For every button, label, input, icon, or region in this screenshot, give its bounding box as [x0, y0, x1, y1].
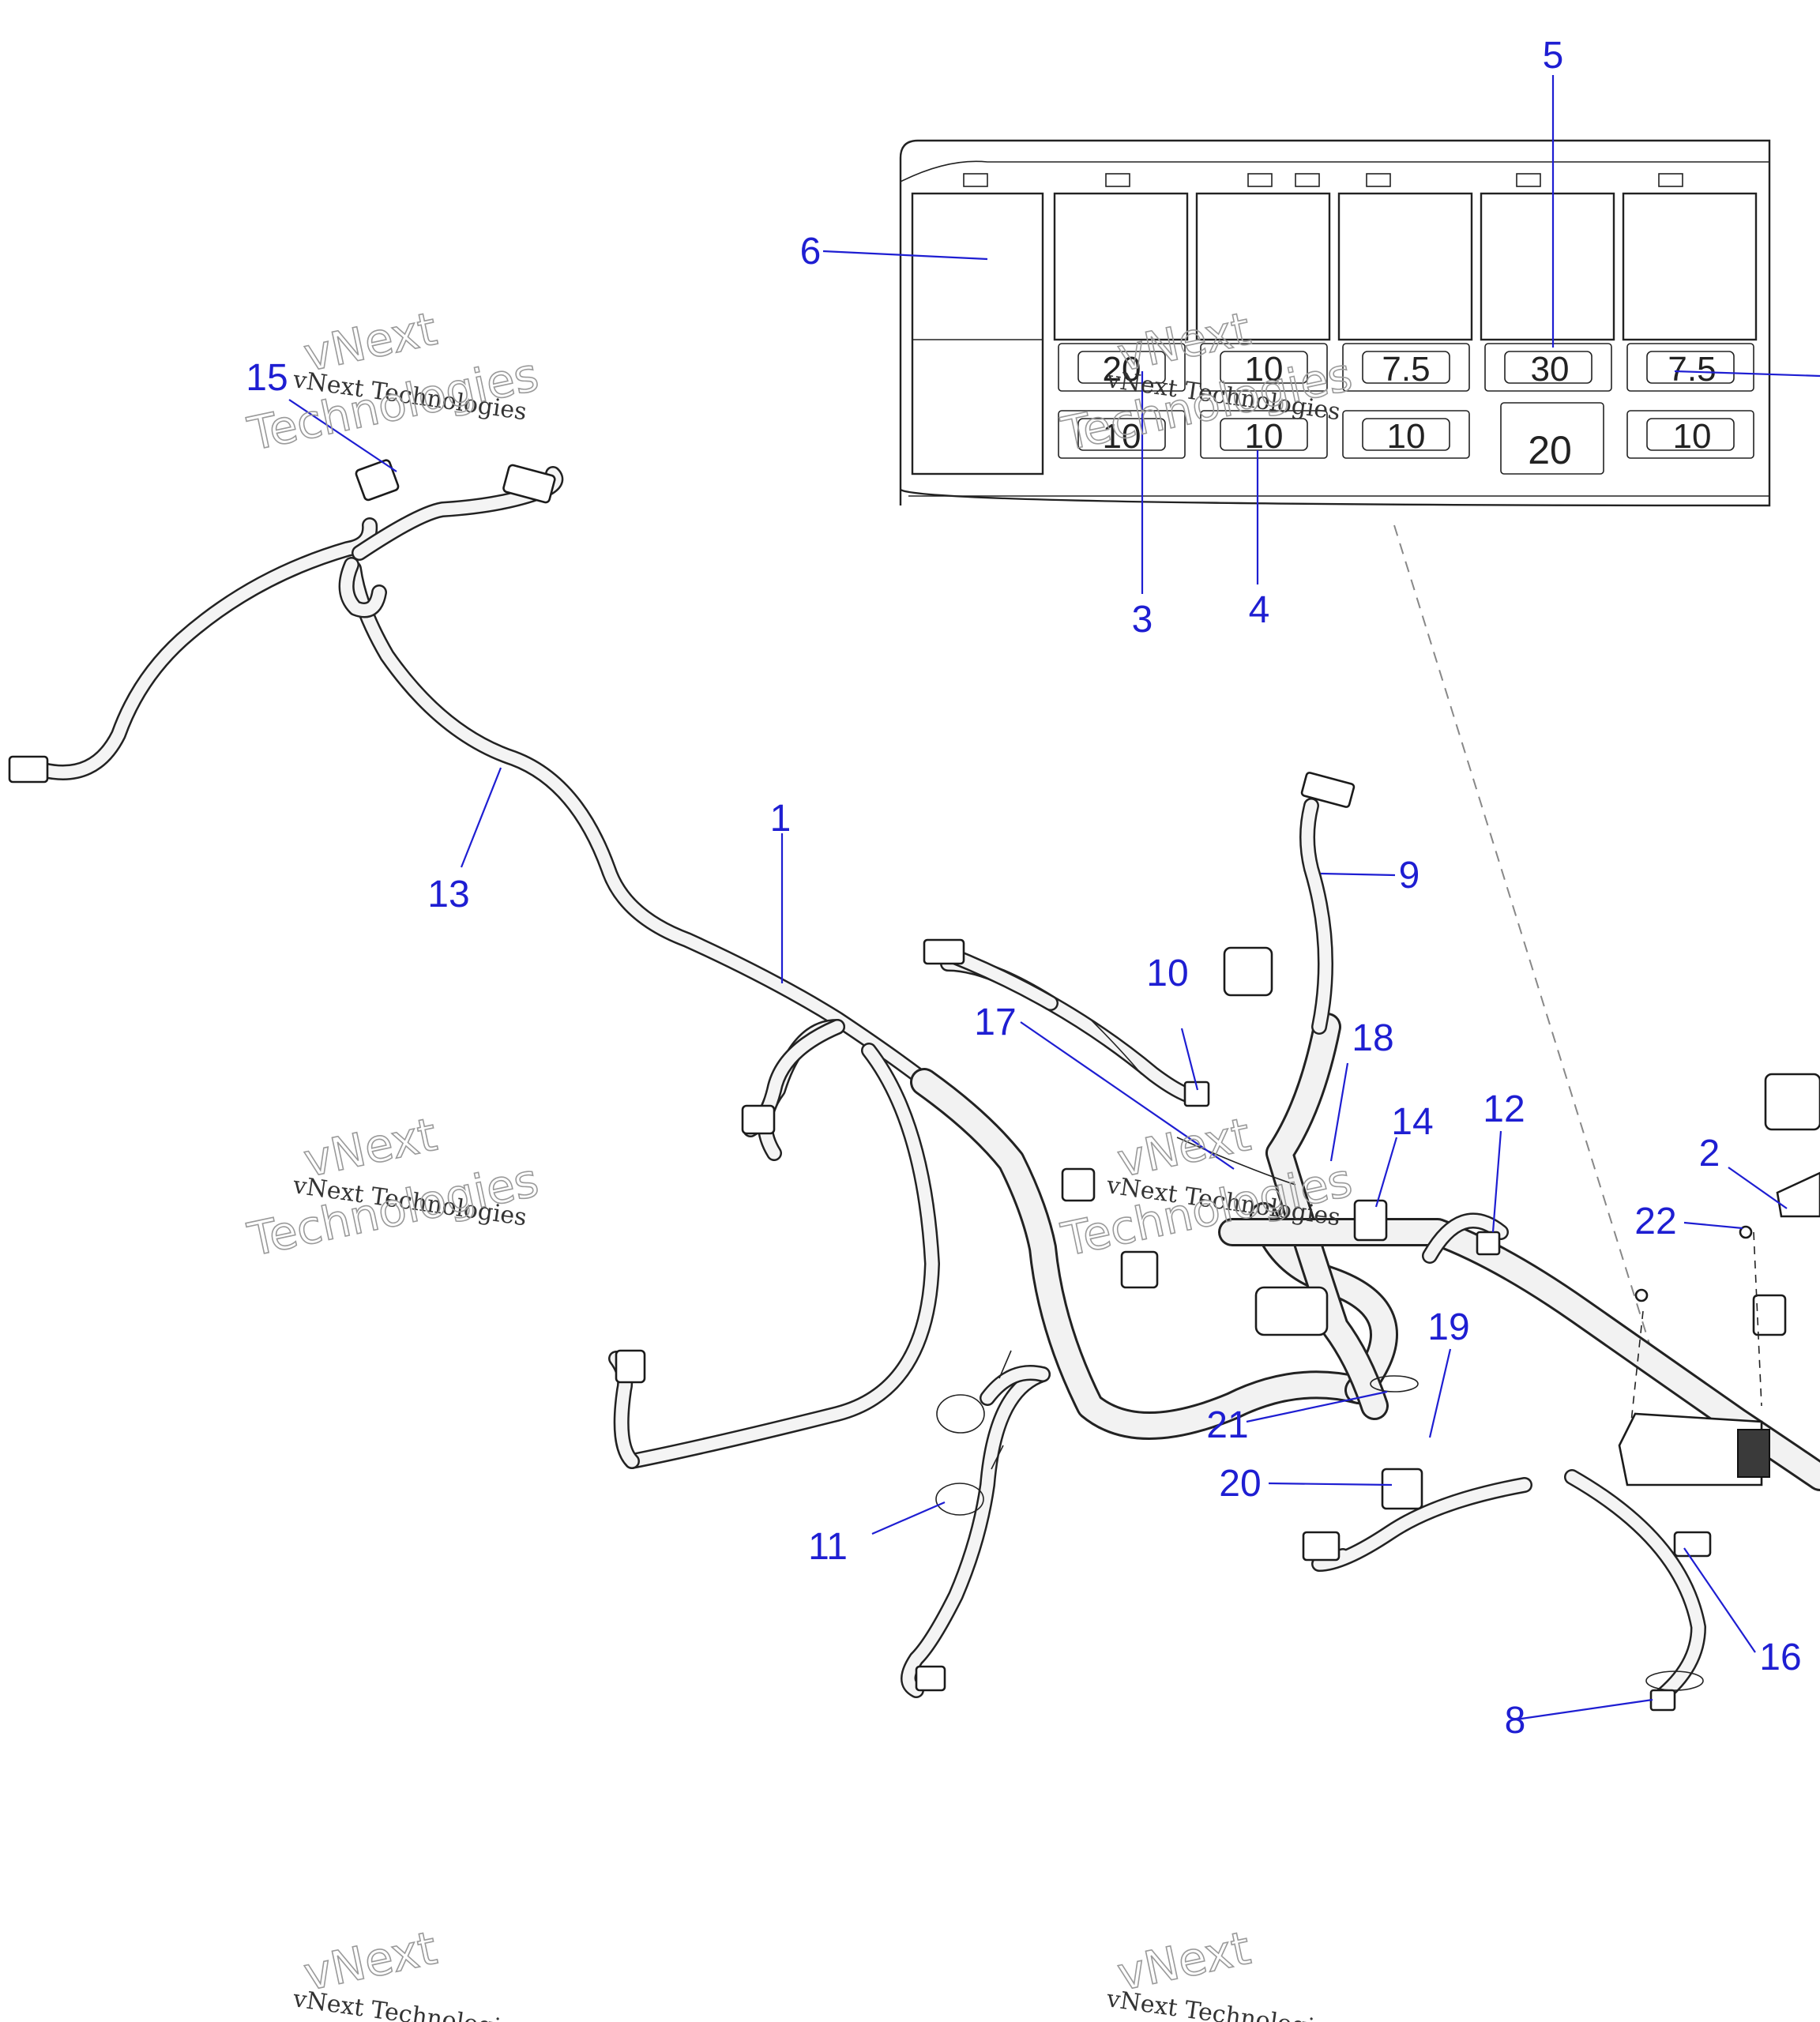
watermark-3: vNext vNext Technologies Technologies: [243, 1107, 543, 1268]
fuse-bottom-2: 10: [1245, 417, 1284, 456]
fuse-top-1: 20: [1103, 350, 1141, 389]
callout-4: 4: [1249, 589, 1270, 631]
callout-21: 21: [1206, 1404, 1248, 1446]
callout-11: 11: [808, 1526, 848, 1568]
fuse-top-4: 30: [1531, 350, 1570, 389]
callout-15: 15: [246, 357, 288, 399]
watermark-5: vNext vNext Technologies: [291, 1920, 528, 2022]
callout-1: 1: [770, 798, 792, 840]
callout-13: 13: [427, 874, 469, 915]
fuse-bottom-1: 10: [1103, 417, 1141, 456]
callout-18: 18: [1352, 1017, 1393, 1059]
callout-19: 19: [1427, 1306, 1469, 1348]
callout-labels: 1 2 3 4 5 6 8 9 10 11 12 13 14 15 16 17 …: [246, 35, 1801, 1742]
harness-connectors: [8, 459, 1820, 1712]
watermark-1: vNext vNext Technologies Technologies: [243, 301, 543, 462]
callout-9: 9: [1399, 855, 1420, 896]
projection-line: [1393, 524, 1660, 1375]
fuse-bottom-5: 10: [1673, 417, 1712, 456]
callout-20: 20: [1219, 1463, 1261, 1505]
fuse-top-2: 10: [1245, 350, 1284, 389]
callout-22: 22: [1634, 1201, 1676, 1242]
fuse-box-detail: 20 10 7.5 30 7.5 10 10 10 20 10: [899, 139, 1771, 507]
main-harness: [36, 466, 1820, 1706]
callout-17: 17: [974, 1002, 1016, 1043]
fuse-top-5: 7.5: [1668, 350, 1716, 389]
fuse-sticker: [1776, 1171, 1820, 1218]
callout-14: 14: [1391, 1101, 1433, 1143]
leader-lines: [288, 75, 1820, 1722]
callout-8: 8: [1505, 1700, 1526, 1742]
fuse-top-3: 7.5: [1382, 350, 1430, 389]
watermark-6: vNext vNext Technologies: [1104, 1920, 1342, 2022]
fuse-bottom-4: 20: [1528, 428, 1572, 472]
callout-16: 16: [1759, 1637, 1801, 1678]
callout-5: 5: [1543, 35, 1564, 77]
callout-2: 2: [1699, 1133, 1720, 1174]
svg-text:vNext Technologies: vNext Technologies: [291, 1985, 528, 2022]
fuse-bottom-3: 10: [1387, 417, 1426, 456]
callout-12: 12: [1483, 1088, 1525, 1130]
callout-10: 10: [1146, 953, 1188, 994]
callout-3: 3: [1132, 599, 1153, 641]
svg-text:vNext Technologies: vNext Technologies: [1104, 1985, 1342, 2022]
callout-6: 6: [800, 231, 822, 272]
